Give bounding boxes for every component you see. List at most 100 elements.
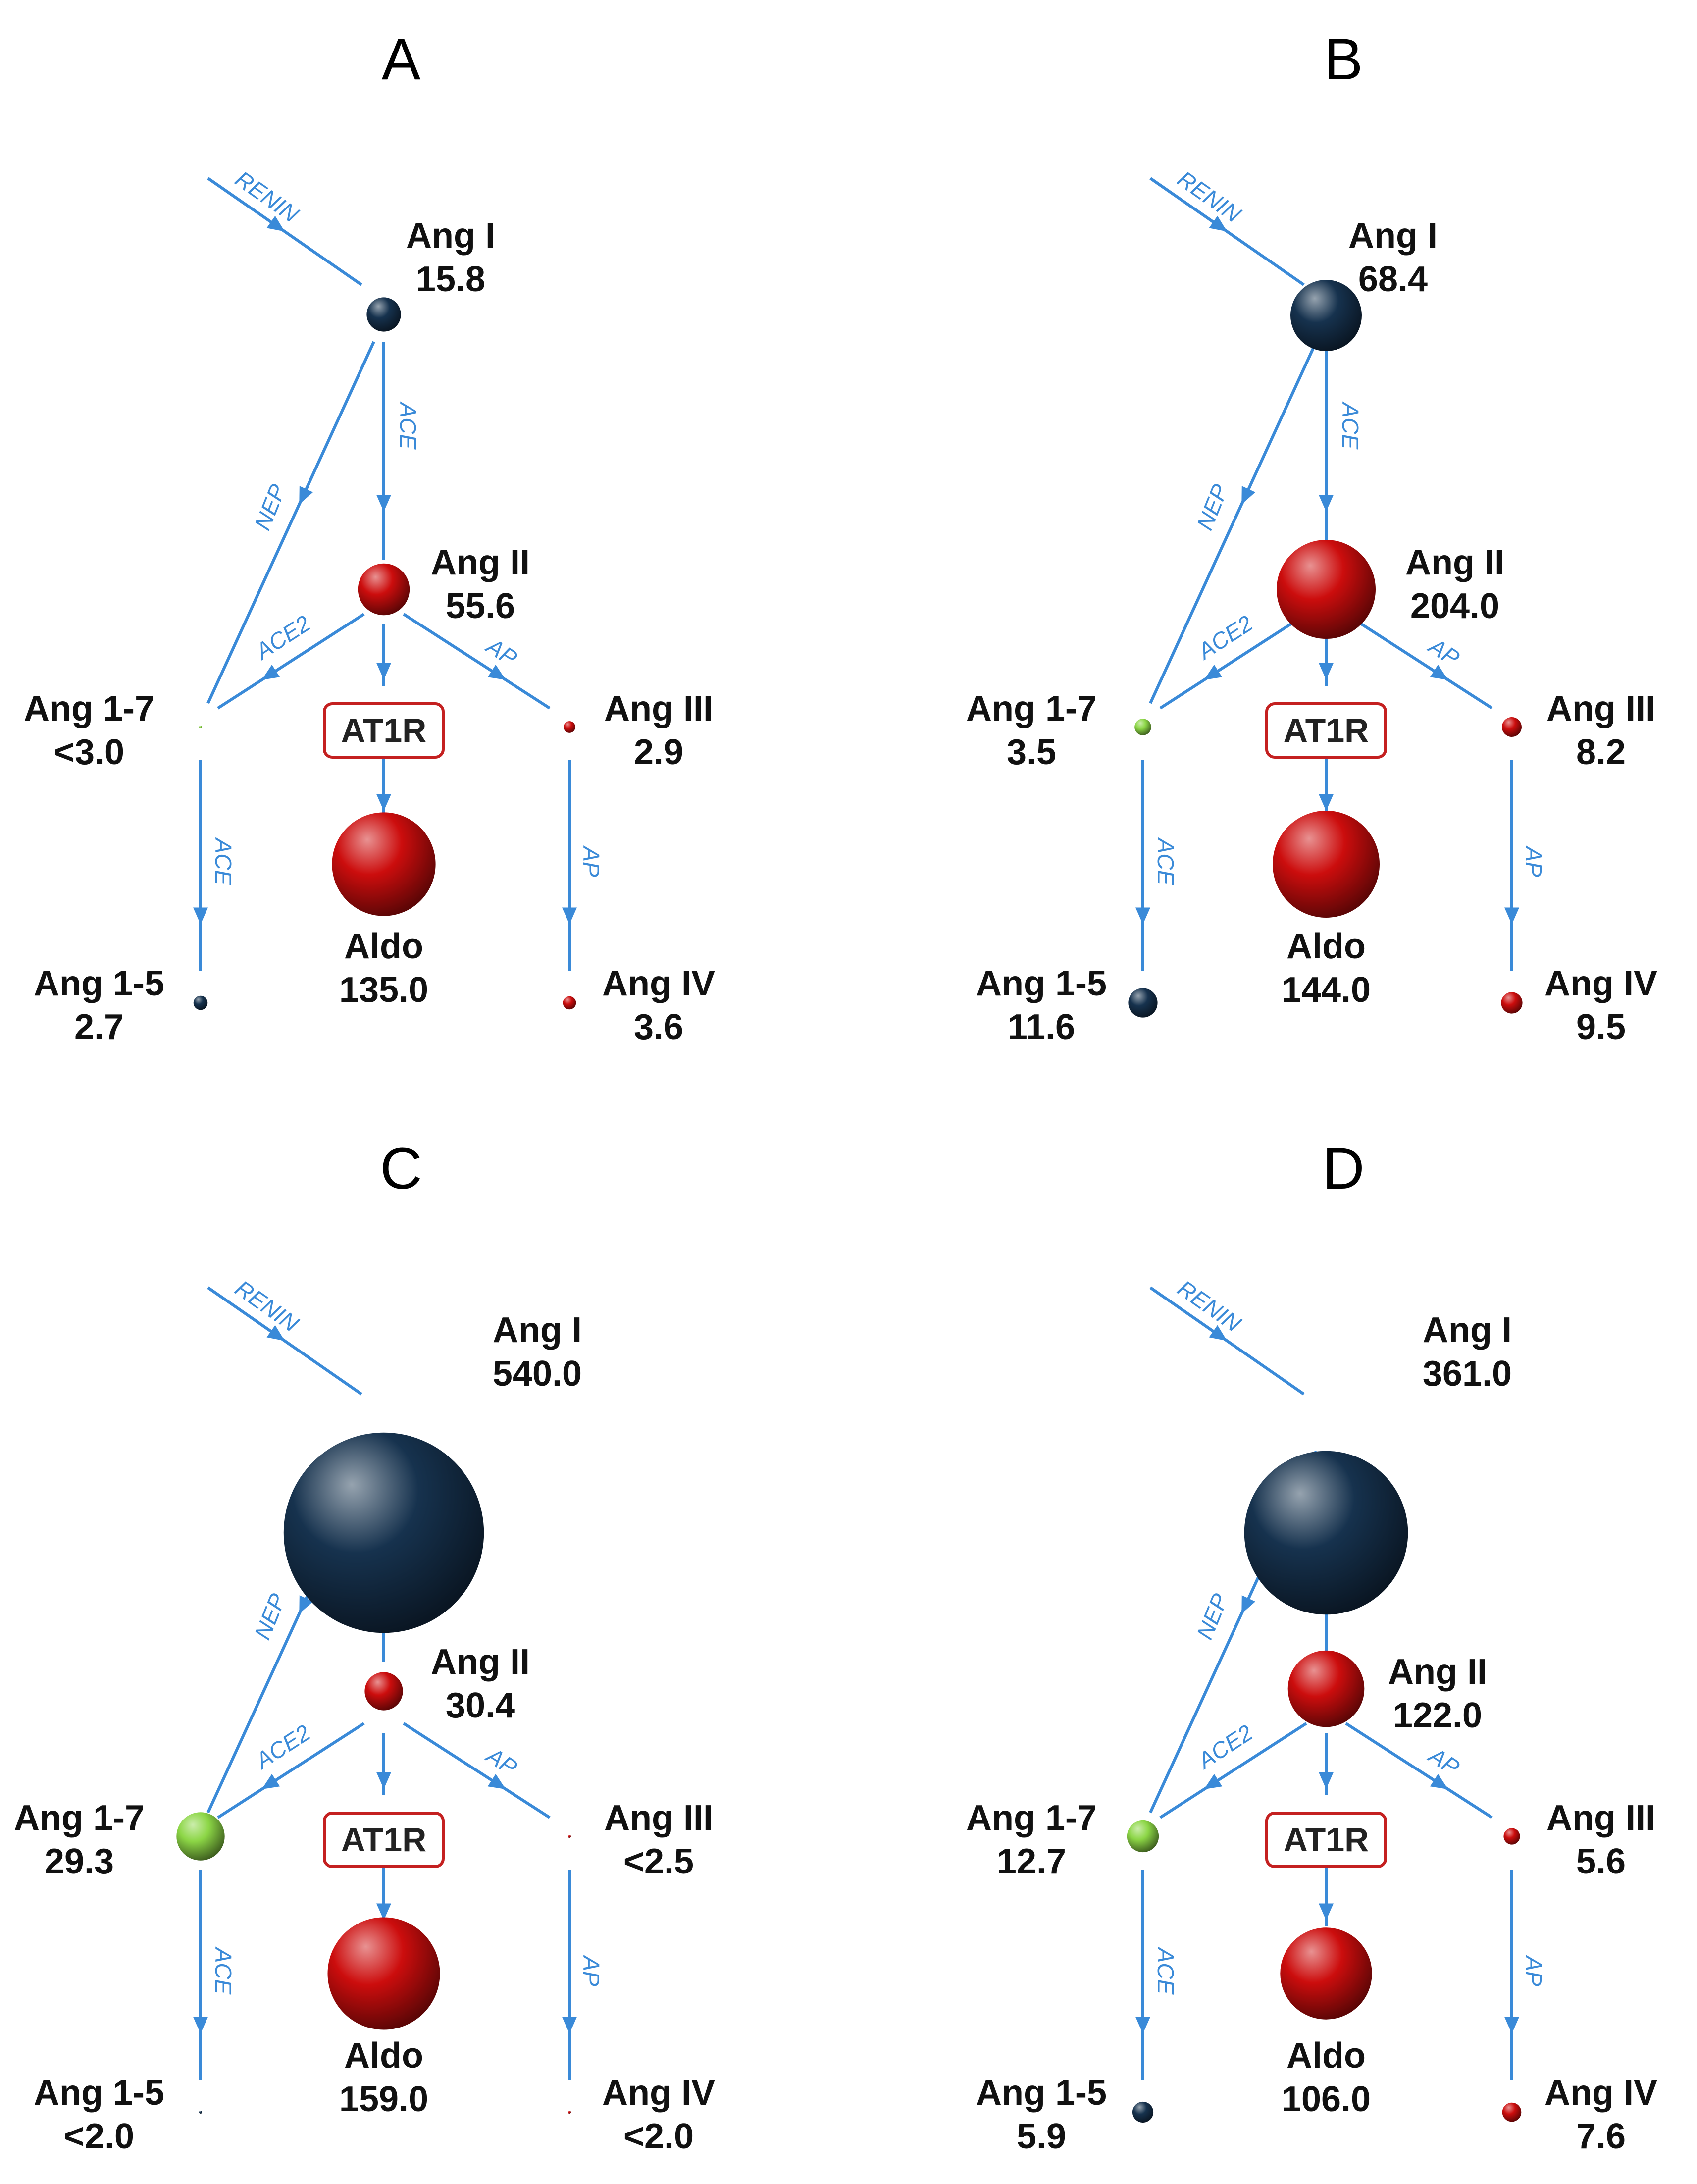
ang-iv-label: Ang IV<2.0 (602, 2073, 715, 2156)
ap-label-3: AP (1521, 845, 1546, 877)
ang-1-7-label-value: <3.0 (54, 732, 124, 772)
ap-edge-main-arrowhead (487, 665, 506, 680)
panel-letter: C (380, 1136, 422, 1201)
aldo-label-name: Aldo (344, 2036, 423, 2076)
nep-label: NEP (249, 480, 291, 533)
ang-iii-label-name: Ang III (1546, 689, 1655, 728)
at1r-box-border (323, 1812, 445, 1868)
aldo-label: Aldo 106.0 (1282, 2036, 1371, 2119)
ang-iii-label: Ang III<2.5 (604, 1798, 713, 1881)
ang-ii-label-name: Ang II (1405, 543, 1504, 582)
at1r-label: AT1R (1284, 1821, 1369, 1859)
ang-1-7-label-value: 3.5 (1007, 732, 1056, 772)
at1r-box-border (1265, 702, 1387, 759)
ang-i-label-value: 68.4 (1358, 260, 1428, 299)
nep-label: NEP (249, 1590, 291, 1643)
ang-1-7-sphere (1127, 1820, 1159, 1853)
ang-1-7-label-name: Ang 1-7 (966, 689, 1097, 728)
panel-letter: D (1322, 1136, 1364, 1201)
at1r-out-edge-arrowhead (1319, 794, 1334, 811)
ang-1-5-label: Ang 1-511.6 (976, 964, 1107, 1047)
ace-label-17: ACE (210, 837, 236, 886)
at1r-box: AT1R (1265, 1812, 1387, 1868)
ang-iii-label-name: Ang III (1546, 1798, 1655, 1838)
at1r-out-edge-arrowhead (376, 1903, 391, 1921)
ang-iii-sphere (1502, 717, 1522, 737)
ang-i-label-name: Ang I (1423, 1310, 1512, 1350)
aldo-label-name: Aldo (1286, 2036, 1366, 2076)
ang-1-5-label-name: Ang 1-5 (976, 2073, 1107, 2113)
ap-label-3: AP (578, 1954, 604, 1986)
ang-1-5-sphere (193, 995, 208, 1010)
renin-edge-arrowhead (266, 1325, 285, 1341)
ang-ii-sphere (1277, 540, 1376, 639)
nep-label: NEP (1191, 1590, 1233, 1643)
ang-i-label-value: 540.0 (493, 1354, 582, 1394)
ap-edge-3-arrowhead (562, 907, 577, 925)
ace2-edge-arrowhead (261, 1774, 280, 1789)
ang-ii-label-value: 204.0 (1410, 586, 1499, 626)
ang-iv-label-value: <2.0 (623, 2117, 694, 2156)
at1r-box: AT1R (323, 1812, 445, 1868)
aldo-sphere (1280, 1927, 1372, 2020)
ang-iv-label-name: Ang IV (1544, 2073, 1657, 2113)
ang-iv-sphere (1502, 2102, 1522, 2122)
ace2-label: ACE2 (1192, 610, 1257, 665)
ang-iv-label: Ang IV 3.6 (602, 964, 715, 1047)
at1r-label: AT1R (341, 1821, 427, 1859)
ace-edge-17-arrowhead (193, 907, 208, 925)
ace2-label: ACE2 (250, 610, 315, 665)
at1r-in-edge-arrowhead (376, 663, 391, 680)
ang-iv-label-name: Ang IV (602, 964, 715, 1003)
ang-iv-sphere (1501, 992, 1523, 1014)
ang-1-7-sphere (1134, 719, 1151, 735)
nep-edge-arrowhead (299, 1595, 313, 1614)
ang-ii-label-name: Ang II (431, 543, 530, 582)
ang-ii-label-value: 55.6 (446, 586, 515, 626)
ang-iv-label-value: 3.6 (634, 1007, 683, 1047)
ang-iii-sphere (564, 721, 575, 733)
ang-iv-label: Ang IV9.5 (1544, 964, 1657, 1047)
ap-edge-3-arrowhead (562, 2017, 577, 2034)
aldo-label-name: Aldo (344, 927, 423, 966)
nep-edge-arrowhead (299, 486, 313, 505)
panel-letter: B (1324, 27, 1363, 92)
ang-i-label: Ang I15.8 (406, 216, 495, 299)
ap-edge-3-arrowhead (1504, 2017, 1519, 2034)
ace-edge-main-arrowhead (1319, 495, 1334, 512)
ang-iv-sphere (568, 2111, 571, 2114)
ang-1-5-label-name: Ang 1-5 (34, 2073, 164, 2113)
ap-label-3: AP (578, 845, 604, 877)
ang-1-5-label: Ang 1-5 5.9 (976, 2073, 1107, 2156)
ang-1-5-label-value: <2.0 (64, 2117, 134, 2156)
ace2-edge (217, 1722, 365, 1819)
ang-1-7-label-name: Ang 1-7 (966, 1798, 1097, 1838)
aldo-sphere (1273, 811, 1380, 918)
ang-i-sphere (1290, 280, 1362, 351)
ang-iv-label: Ang IV7.6 (1544, 2073, 1657, 2156)
aldo-label-value: 106.0 (1282, 2080, 1371, 2119)
at1r-in-edge-arrowhead (376, 1772, 391, 1789)
ace-label-17: ACE (1153, 1946, 1179, 1995)
ang-1-7-label: Ang 1-729.3 (14, 1798, 145, 1881)
ap-edge-main-arrowhead (1430, 1774, 1448, 1789)
ang-1-5-label-value: 5.9 (1017, 2117, 1066, 2156)
at1r-label: AT1R (1284, 712, 1369, 749)
ang-1-5-label: Ang 1-5 <2.0 (34, 2073, 164, 2156)
ang-ii-label-name: Ang II (431, 1642, 530, 1682)
ang-1-5-label: Ang 1-52.7 (34, 964, 164, 1047)
ang-iii-label-name: Ang III (604, 689, 713, 728)
ap-label-main: AP (481, 1741, 522, 1780)
ap-edge-main (1345, 1722, 1493, 1819)
ang-1-7-label-value: 29.3 (45, 1842, 114, 1881)
ang-ii-label: Ang II 204.0 (1405, 543, 1504, 626)
aldo-label-name: Aldo (1286, 927, 1366, 966)
panel-d: DRENINACENEPACE2APACEAPAT1RAng I361.0Ang… (966, 1136, 1657, 2156)
ace2-edge (217, 613, 365, 710)
